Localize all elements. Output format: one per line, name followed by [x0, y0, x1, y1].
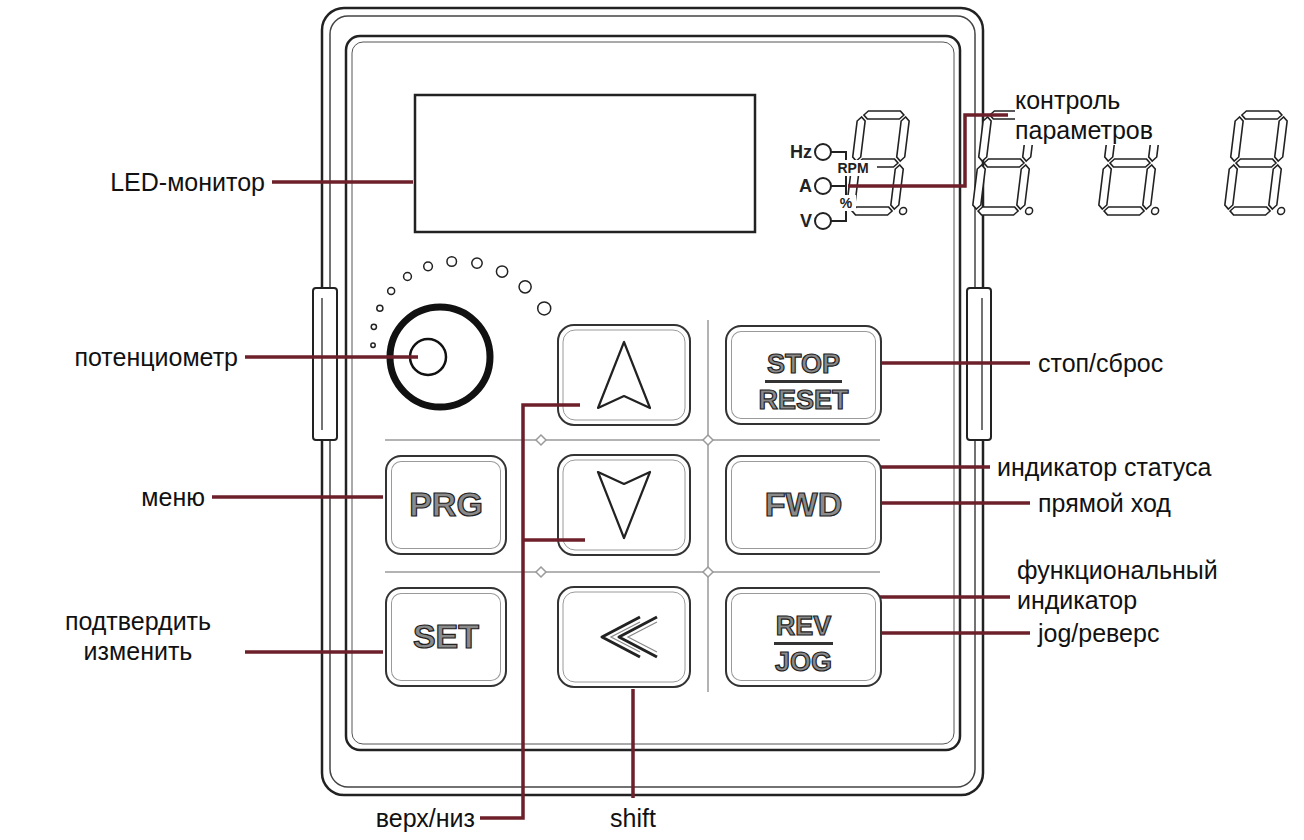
callout-label: функциональный индикатор: [1017, 555, 1289, 615]
key-label: SET: [413, 619, 479, 655]
leader-lines: [212, 115, 1030, 818]
key-button: PRG: [385, 455, 507, 555]
key-dividers: [385, 320, 880, 692]
key-button: REV JOG: [725, 587, 882, 687]
key-label: PRG: [409, 487, 483, 523]
shift-key: [558, 587, 690, 687]
callout-label: меню: [95, 482, 205, 512]
indicator-lamp: [815, 213, 831, 229]
callout-label: стоп/сброс: [1038, 348, 1258, 378]
callout-label: верх/низ: [370, 803, 475, 833]
indicator-lamp: [815, 144, 831, 160]
callout-label: подтвердить изменить: [38, 606, 238, 666]
indicator-unit: %: [836, 195, 856, 211]
key-button: FWD: [725, 455, 882, 555]
key-label: JOG: [775, 648, 832, 676]
indicator-unit: V: [770, 210, 812, 232]
callout-label: shift: [600, 803, 666, 833]
key-label: STOP: [765, 350, 842, 383]
callout-label: прямой ход: [1038, 488, 1258, 518]
callout-label: контроль параметров: [1015, 85, 1190, 145]
key-label: REV: [774, 612, 834, 645]
side-clip: [313, 288, 337, 440]
indicator-unit: A: [770, 175, 812, 197]
front-face: [346, 36, 960, 750]
callout-label: потенциометр: [5, 342, 238, 372]
callout-label: LED-монитор: [55, 167, 265, 197]
key-button: SET: [385, 587, 507, 687]
key-label: FWD: [765, 487, 842, 523]
callout-label: jog/реверс: [1038, 618, 1258, 648]
led-display: [415, 95, 755, 232]
front-face-inner: [352, 42, 954, 744]
housing-outer: [322, 8, 983, 795]
callout-label: индикатор статуса: [997, 452, 1297, 482]
indicator-unit: RPM: [829, 160, 877, 176]
housing-rim: [330, 16, 975, 787]
key-label: RESET: [758, 386, 848, 414]
indicator-unit: Hz: [770, 141, 812, 163]
up-key: [558, 325, 690, 425]
indicator-lamp: [815, 178, 831, 194]
key-button: STOP RESET: [725, 325, 882, 425]
